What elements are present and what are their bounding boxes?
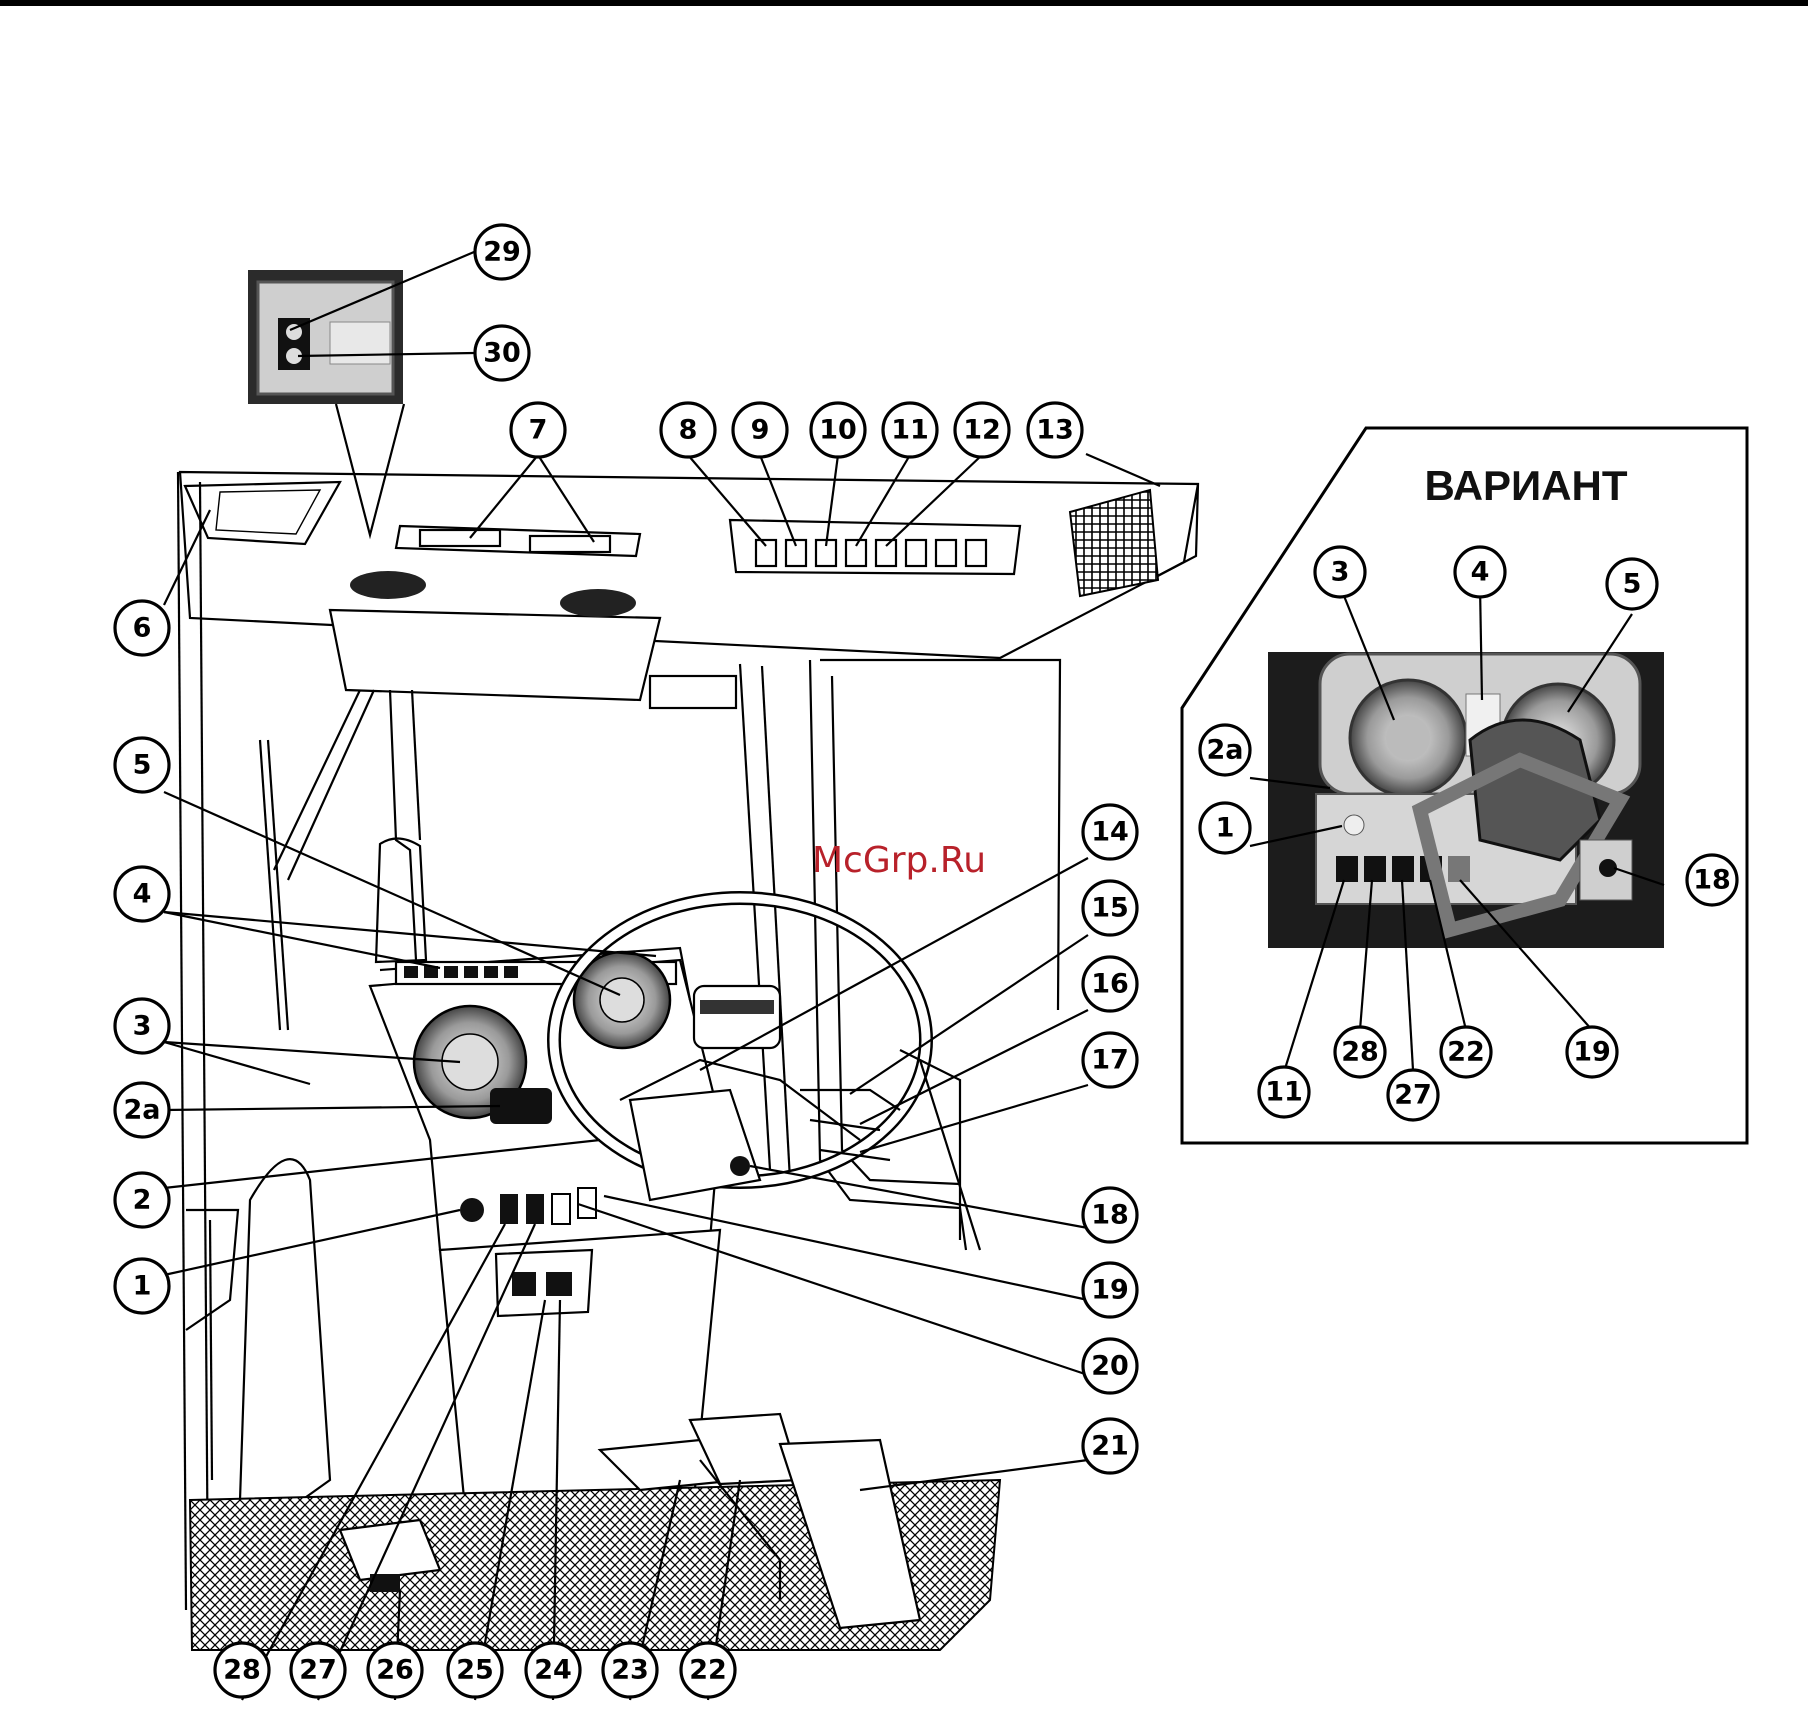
callout-16-label: 16	[1091, 969, 1129, 1000]
callout-28-label: 28	[223, 1655, 261, 1686]
callout-29: 29	[473, 223, 531, 281]
variant-callout-18: 18	[1685, 853, 1739, 907]
callout-14-label: 14	[1091, 817, 1129, 848]
callout-19: 19	[1081, 1261, 1139, 1319]
callout-23: 23	[601, 1641, 659, 1699]
callout-4: 4	[113, 865, 171, 923]
variant-callout-22-label: 22	[1447, 1037, 1485, 1068]
variant-callout-4-label: 4	[1471, 557, 1490, 588]
callout-28: 28	[213, 1641, 271, 1699]
callout-15: 15	[1081, 879, 1139, 937]
callout-12: 12	[953, 401, 1011, 459]
callout-27-label: 27	[299, 1655, 337, 1686]
callout-30-label: 30	[483, 338, 521, 369]
callout-22: 22	[679, 1641, 737, 1699]
callout-5-label: 5	[133, 750, 152, 781]
callout-17-label: 17	[1091, 1045, 1129, 1076]
top-rule	[0, 0, 1808, 6]
callout-16: 16	[1081, 955, 1139, 1013]
callout-12-label: 12	[963, 415, 1001, 446]
variant-callout-27: 27	[1386, 1068, 1440, 1122]
callout-6-label: 6	[133, 613, 152, 644]
switch-row-top	[754, 538, 988, 568]
callout-18: 18	[1081, 1186, 1139, 1244]
watermark: McGrp.Ru	[812, 840, 986, 881]
callout-26-label: 26	[376, 1655, 414, 1686]
variant-callout-18-label: 18	[1693, 865, 1731, 896]
variant-callout-19: 19	[1565, 1025, 1619, 1079]
variant-callout-2a-label: 2a	[1206, 735, 1243, 766]
variant-callout-19-label: 19	[1573, 1037, 1611, 1068]
callout-24-label: 24	[534, 1655, 572, 1686]
variant-panel: ВАРИАНТ	[1180, 426, 1749, 1145]
callout-27: 27	[289, 1641, 347, 1699]
callout-4-label: 4	[133, 879, 152, 910]
callout-3-label: 3	[133, 1011, 152, 1042]
variant-photo	[1268, 652, 1664, 948]
callout-23-label: 23	[611, 1655, 649, 1686]
callout-20: 20	[1081, 1337, 1139, 1395]
callout-29-label: 29	[483, 237, 521, 268]
callout-17: 17	[1081, 1031, 1139, 1089]
callout-21: 21	[1081, 1417, 1139, 1475]
callout-9: 9	[731, 401, 789, 459]
callout-30: 30	[473, 324, 531, 382]
variant-callout-3: 3	[1313, 545, 1367, 599]
variant-callout-27-label: 27	[1394, 1080, 1432, 1111]
variant-callout-3-label: 3	[1331, 557, 1350, 588]
variant-callout-5: 5	[1605, 557, 1659, 611]
callout-11-label: 11	[891, 415, 929, 446]
callout-25-label: 25	[456, 1655, 494, 1686]
callout-2-label: 2	[133, 1185, 152, 1216]
callout-7-label: 7	[529, 415, 548, 446]
variant-callout-11: 11	[1257, 1065, 1311, 1119]
variant-callout-22: 22	[1439, 1025, 1493, 1079]
callout-18-label: 18	[1091, 1200, 1129, 1231]
callout-24: 24	[524, 1641, 582, 1699]
variant-callout-1: 1	[1198, 801, 1252, 855]
callout-20-label: 20	[1091, 1351, 1129, 1382]
variant-callout-28: 28	[1333, 1025, 1387, 1079]
callout-5: 5	[113, 736, 171, 794]
callout-14: 14	[1081, 803, 1139, 861]
callout-13-label: 13	[1036, 415, 1074, 446]
callout-9-label: 9	[751, 415, 770, 446]
callout-10: 10	[809, 401, 867, 459]
callout-11: 11	[881, 401, 939, 459]
variant-callout-28-label: 28	[1341, 1037, 1379, 1068]
callout-21-label: 21	[1091, 1431, 1129, 1462]
callout-2: 2	[113, 1171, 171, 1229]
callout-10-label: 10	[819, 415, 857, 446]
variant-callout-4: 4	[1453, 545, 1507, 599]
variant-callout-2a: 2a	[1198, 723, 1252, 777]
variant-callout-5-label: 5	[1623, 569, 1642, 600]
callout-1: 1	[113, 1257, 171, 1315]
callout-2a: 2a	[113, 1081, 171, 1139]
callout-3: 3	[113, 997, 171, 1055]
callout-15-label: 15	[1091, 893, 1129, 924]
variant-callout-1-label: 1	[1216, 813, 1235, 844]
callout-8: 8	[659, 401, 717, 459]
callout-6: 6	[113, 599, 171, 657]
callout-2a-label: 2a	[123, 1095, 160, 1126]
cab-drawing	[176, 470, 1200, 1651]
callout-13: 13	[1026, 401, 1084, 459]
callout-26: 26	[366, 1641, 424, 1699]
variant-title: ВАРИАНТ	[1424, 462, 1627, 509]
callout-7: 7	[509, 401, 567, 459]
variant-callout-11-label: 11	[1265, 1077, 1303, 1108]
callout-1-label: 1	[133, 1271, 152, 1302]
callout-25: 25	[446, 1641, 504, 1699]
callout-19-label: 19	[1091, 1275, 1129, 1306]
callout-8-label: 8	[679, 415, 698, 446]
callout-22-label: 22	[689, 1655, 727, 1686]
light-switch-inset	[248, 270, 406, 540]
